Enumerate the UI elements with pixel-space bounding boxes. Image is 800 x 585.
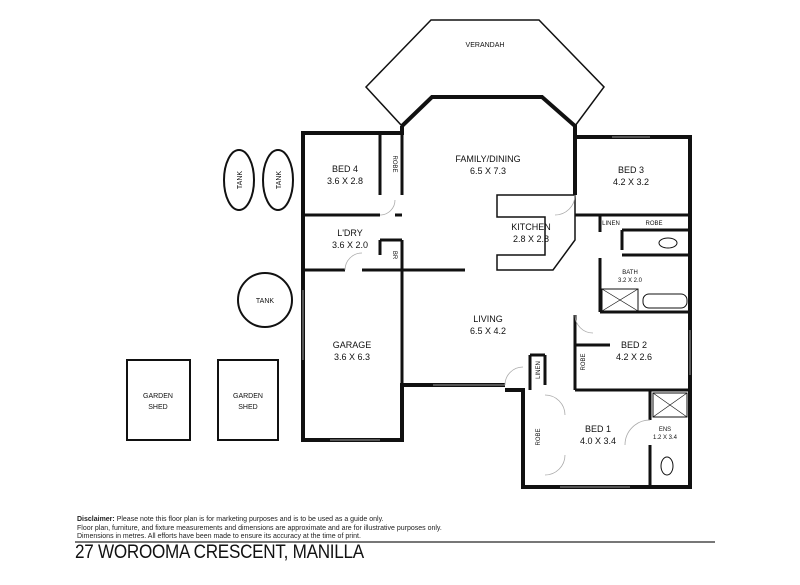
tank-1 — [223, 149, 255, 211]
bed4-label: BED 4 — [332, 164, 358, 174]
ensuite-shower — [652, 392, 688, 418]
linen-label: LINEN — [602, 221, 620, 227]
laundry-size: 3.6 X 2.0 — [332, 240, 368, 250]
toilet-icon — [660, 456, 674, 476]
living-label: LIVING — [473, 314, 503, 324]
garden-shed-2 — [217, 359, 279, 441]
linen-2-label: LINEN — [536, 361, 542, 379]
door-swings — [344, 194, 651, 476]
family-dining-size: 6.5 X 7.3 — [470, 166, 506, 176]
kitchen-size: 2.8 X 2.8 — [513, 234, 549, 244]
bed1-robe-label: ROBE — [536, 428, 542, 445]
living-size: 6.5 X 4.2 — [470, 326, 506, 336]
bed2-label: BED 2 — [621, 340, 647, 350]
bed2-size: 4.2 X 2.6 — [616, 352, 652, 362]
shower — [601, 288, 639, 312]
divider — [75, 541, 715, 543]
kitchen-bench — [496, 194, 576, 271]
tank-2 — [262, 149, 294, 211]
bed4-robe-label: ROBE — [391, 155, 397, 172]
disclaimer: Disclaimer: Please note this floor plan … — [77, 516, 442, 542]
disclaimer-line-1: Please note this floor plan is for marke… — [114, 516, 384, 523]
shed-2-label-line1: GARDEN — [233, 393, 263, 400]
bathtub-icon — [642, 293, 688, 309]
bath-size: 3.2 X 2.0 — [618, 278, 643, 284]
bed3-robe-label: ROBE — [645, 221, 662, 227]
verandah-outline — [364, 19, 605, 128]
ensuite-label: ENS — [659, 427, 671, 433]
shed-1-label-line2: SHED — [148, 404, 167, 411]
bed4-size: 3.6 X 2.8 — [327, 176, 363, 186]
laundry-label: L'DRY — [337, 228, 363, 238]
bath-label: BATH — [622, 270, 638, 276]
tank-3 — [237, 272, 293, 328]
property-address: 27 WOROOMA CRESCENT, MANILLA — [75, 542, 364, 563]
shed-2-label-line2: SHED — [238, 404, 257, 411]
interior-walls — [303, 133, 690, 487]
tank-2-label: TANK — [276, 171, 283, 189]
bed3-label: BED 3 — [618, 165, 644, 175]
br-label: BR — [391, 251, 397, 260]
bed2-robe-label: ROBE — [581, 353, 587, 370]
shed-1-label-line1: GARDEN — [143, 393, 173, 400]
toilet-icon — [658, 237, 678, 249]
verandah-label: VERANDAH — [466, 42, 505, 49]
garden-shed-1 — [126, 359, 191, 441]
disclaimer-line-2: Floor plan, furniture, and fixture measu… — [77, 524, 442, 532]
kitchen-label: KITCHEN — [511, 222, 551, 232]
ensuite-size: 1.2 X 3.4 — [653, 435, 678, 441]
bed1-size: 4.0 X 3.4 — [580, 436, 616, 446]
disclaimer-label: Disclaimer: — [77, 516, 115, 523]
family-dining-label: FAMILY/DINING — [455, 154, 520, 164]
tank-1-label: TANK — [237, 171, 244, 189]
garage-label: GARAGE — [333, 340, 372, 350]
bed1-label: BED 1 — [585, 424, 611, 434]
windows — [302, 136, 691, 488]
tank-3-label: TANK — [256, 298, 274, 305]
disclaimer-line-3: Dimensions in metres. All efforts have b… — [77, 533, 361, 540]
garage-size: 3.6 X 6.3 — [334, 352, 370, 362]
bed3-size: 4.2 X 3.2 — [613, 177, 649, 187]
